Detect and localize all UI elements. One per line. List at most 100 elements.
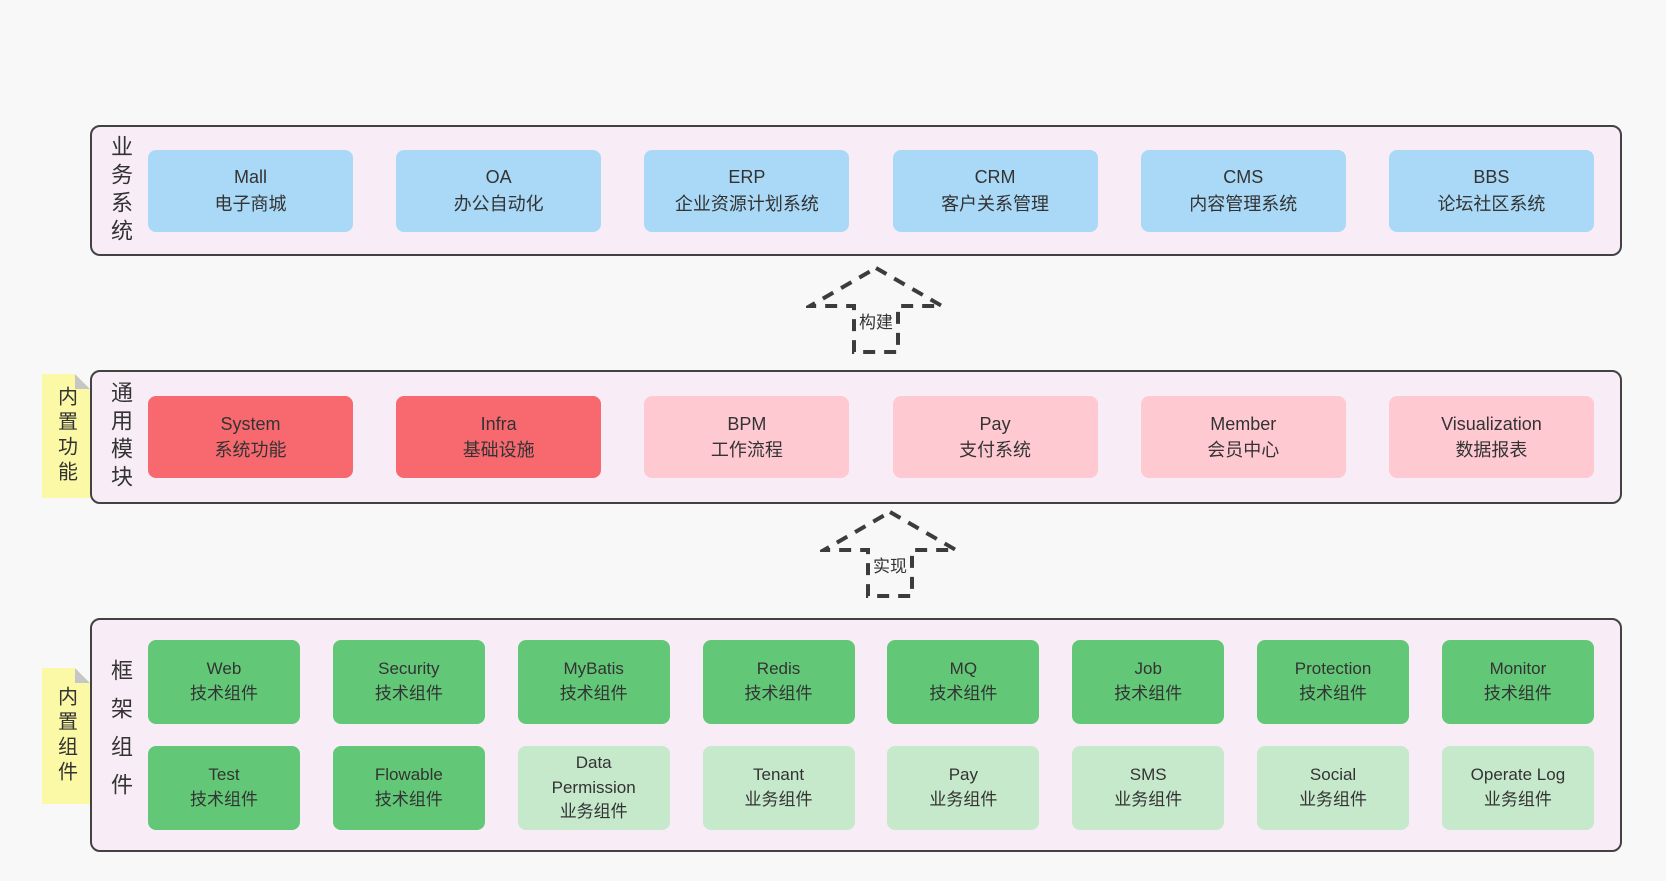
box-subtitle: 支付系统: [959, 440, 1032, 460]
box-title: OA: [485, 167, 512, 188]
component-box-redis: Redis 技术组件: [702, 640, 855, 724]
component-box-protection: Protection 技术组件: [1257, 640, 1410, 724]
box-title: Web: [206, 659, 242, 679]
box-subtitle: 业务组件: [559, 802, 628, 822]
module-box-infra: Infra 基础设施: [396, 396, 602, 478]
box-title: Tenant: [753, 765, 805, 785]
box-title: Social: [1309, 765, 1357, 785]
box-subtitle: 办公自动化: [453, 193, 544, 214]
box-title: Test: [208, 765, 240, 785]
box-title: MyBatis: [563, 659, 624, 679]
component-box-mq: MQ 技术组件: [887, 640, 1040, 724]
module-box-bpm: BPM 工作流程: [644, 396, 850, 478]
component-box-mybatis: MyBatis 技术组件: [517, 640, 670, 724]
modules-layer-label: 通用模块: [92, 381, 148, 493]
box-subtitle: 技术组件: [1114, 684, 1183, 703]
component-row-2: Test 技术组件 Flowable 技术组件 Data Permission …: [148, 746, 1594, 830]
box-title: Protection: [1294, 659, 1372, 679]
box-subtitle: 技术组件: [929, 684, 998, 703]
component-box-social: Social 业务组件: [1257, 746, 1410, 830]
business-box-bbs: BBS 论坛社区系统: [1388, 149, 1594, 232]
components-layer-label: 框架组件: [92, 659, 148, 811]
box-subtitle: 内容管理系统: [1189, 193, 1298, 214]
box-subtitle: 业务组件: [1483, 790, 1552, 809]
business-layer-label: 业务系统: [92, 135, 148, 247]
business-boxes: Mall 电子商城 OA 办公自动化 ERP 企业资源计划系统 CRM 客户关系…: [148, 149, 1620, 232]
component-box-web: Web 技术组件: [148, 640, 300, 724]
box-title: BPM: [727, 413, 767, 434]
modules-layer-label-text: 通用模块: [108, 381, 133, 493]
note-text: 内置组件: [54, 686, 77, 786]
box-subtitle: 技术组件: [374, 790, 443, 809]
module-boxes: System 系统功能 Infra 基础设施 BPM 工作流程 Pay 支付系统…: [148, 396, 1620, 478]
box-subtitle: 技术组件: [190, 790, 258, 809]
box-title: System: [220, 413, 281, 434]
built-in-components-note: 内置组件: [42, 668, 90, 804]
box-title: BBS: [1473, 167, 1510, 188]
business-layer-label-text: 业务系统: [108, 134, 133, 247]
box-title: Redis: [756, 659, 801, 679]
box-title: Pay: [948, 765, 979, 785]
box-subtitle: 技术组件: [374, 684, 443, 703]
business-box-cms: CMS 内容管理系统: [1140, 149, 1346, 232]
component-box-data-permission: Data Permission 业务组件: [517, 746, 670, 830]
box-subtitle: 系统功能: [214, 440, 287, 460]
component-box-sms: SMS 业务组件: [1072, 746, 1225, 830]
implement-arrow-label: 实现: [870, 552, 910, 577]
box-subtitle: 工作流程: [710, 440, 783, 460]
component-box-tenant: Tenant 业务组件: [702, 746, 855, 830]
box-title: Job: [1134, 659, 1162, 679]
component-row-1: Web 技术组件 Security 技术组件 MyBatis 技术组件 Redi…: [148, 640, 1594, 724]
implement-arrow-icon: 实现: [820, 508, 960, 600]
box-subtitle: 数据报表: [1455, 440, 1528, 460]
box-subtitle: 企业资源计划系统: [674, 193, 819, 214]
business-box-mall: Mall 电子商城: [148, 149, 353, 232]
box-title: Data Permission: [551, 753, 636, 797]
business-box-crm: CRM 客户关系管理: [892, 149, 1098, 232]
box-subtitle: 技术组件: [559, 684, 628, 703]
box-subtitle: 客户关系管理: [941, 193, 1050, 214]
module-box-member: Member 会员中心: [1140, 396, 1346, 478]
framework-components-layer: 框架组件 Web 技术组件 Security 技术组件 MyBatis 技术组件…: [90, 618, 1622, 852]
component-box-job: Job 技术组件: [1072, 640, 1225, 724]
component-box-flowable: Flowable 技术组件: [332, 746, 485, 830]
component-box-pay: Pay 业务组件: [887, 746, 1040, 830]
box-subtitle: 技术组件: [1299, 684, 1368, 703]
component-box-test: Test 技术组件: [148, 746, 300, 830]
box-title: Flowable: [374, 765, 443, 785]
note-text: 内置功能: [54, 386, 77, 486]
common-modules-layer: 通用模块 System 系统功能 Infra 基础设施 BPM 工作流程 Pay…: [90, 370, 1622, 504]
box-title: CRM: [974, 167, 1016, 188]
box-title: Visualization: [1441, 413, 1542, 434]
module-box-system: System 系统功能: [148, 396, 353, 478]
box-title: Pay: [979, 413, 1011, 434]
box-subtitle: 业务组件: [929, 790, 998, 809]
box-title: CMS: [1223, 167, 1264, 188]
components-layer-label-text: 框架组件: [108, 659, 133, 811]
box-title: SMS: [1129, 765, 1167, 785]
folded-corner-icon: [75, 668, 90, 683]
component-boxes: Web 技术组件 Security 技术组件 MyBatis 技术组件 Redi…: [148, 640, 1620, 830]
folded-corner-icon: [75, 374, 90, 389]
module-box-visualization: Visualization 数据报表: [1388, 396, 1594, 478]
box-subtitle: 论坛社区系统: [1437, 193, 1546, 214]
box-subtitle: 电子商城: [214, 193, 287, 214]
box-title: ERP: [728, 167, 766, 188]
box-subtitle: 技术组件: [1483, 684, 1552, 703]
box-subtitle: 技术组件: [744, 684, 813, 703]
built-in-functions-note: 内置功能: [42, 374, 90, 498]
box-subtitle: 业务组件: [1114, 790, 1183, 809]
component-box-security: Security 技术组件: [332, 640, 485, 724]
box-title: MQ: [949, 659, 978, 679]
build-arrow-label: 构建: [856, 308, 896, 333]
box-title: Monitor: [1489, 659, 1547, 679]
business-box-oa: OA 办公自动化: [396, 149, 602, 232]
business-box-erp: ERP 企业资源计划系统: [644, 149, 850, 232]
box-subtitle: 基础设施: [462, 440, 535, 460]
box-subtitle: 业务组件: [1299, 790, 1368, 809]
box-title: Operate Log: [1470, 765, 1566, 785]
build-arrow-icon: 构建: [806, 264, 946, 356]
module-box-pay: Pay 支付系统: [892, 396, 1098, 478]
component-box-monitor: Monitor 技术组件: [1441, 640, 1594, 724]
